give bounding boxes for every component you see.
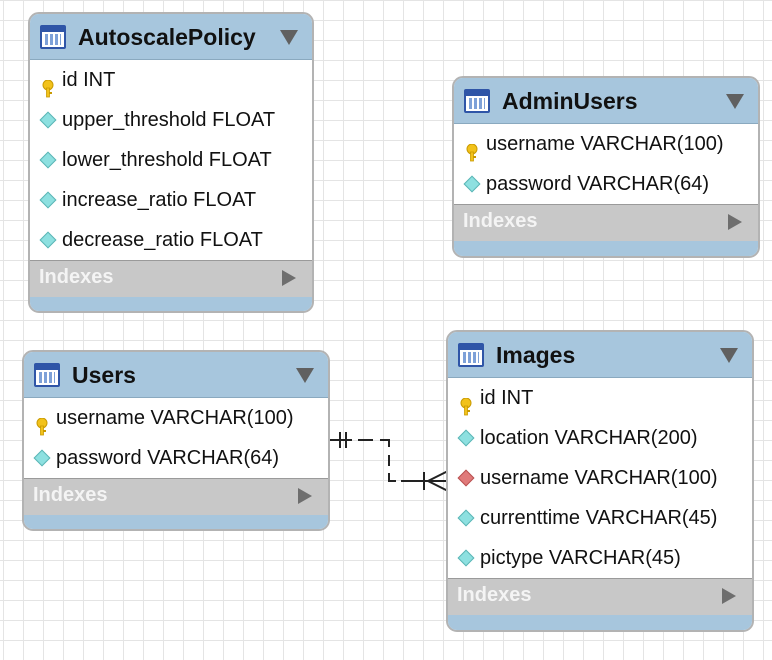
column-diamond-icon	[463, 175, 481, 193]
column-diamond-icon	[33, 449, 51, 467]
table-users[interactable]: Users username VARCHAR(100) password VARC…	[22, 350, 330, 531]
collapse-arrow-icon[interactable]	[720, 348, 738, 363]
column-row[interactable]: password VARCHAR(64)	[24, 438, 328, 478]
column-label: upper_threshold FLOAT	[62, 109, 276, 131]
column-label: password VARCHAR(64)	[56, 447, 280, 469]
collapse-arrow-icon[interactable]	[280, 30, 298, 45]
column-row[interactable]: currenttime VARCHAR(45)	[448, 498, 752, 538]
table-header[interactable]: Images	[448, 332, 752, 378]
indexes-section[interactable]: Indexes	[448, 578, 752, 615]
primary-key-icon	[460, 390, 472, 416]
table-title: AdminUsers	[502, 88, 638, 114]
indexes-section[interactable]: Indexes	[30, 260, 312, 297]
column-row[interactable]: pictype VARCHAR(45)	[448, 538, 752, 578]
indexes-label: Indexes	[457, 584, 532, 606]
column-diamond-icon	[457, 429, 475, 447]
primary-key-icon	[466, 136, 478, 162]
primary-key-icon	[42, 72, 54, 98]
column-row[interactable]: id INT	[448, 378, 752, 418]
table-header[interactable]: AutoscalePolicy	[30, 14, 312, 60]
column-label: decrease_ratio FLOAT	[62, 229, 263, 251]
table-icon	[34, 363, 60, 387]
primary-key-icon	[36, 410, 48, 436]
column-label: currenttime VARCHAR(45)	[480, 507, 718, 529]
column-diamond-icon	[457, 509, 475, 527]
column-label: location VARCHAR(200)	[480, 427, 698, 449]
collapse-arrow-icon[interactable]	[296, 368, 314, 383]
column-row[interactable]: username VARCHAR(100)	[448, 458, 752, 498]
column-list: username VARCHAR(100) password VARCHAR(64…	[24, 398, 328, 478]
indexes-section[interactable]: Indexes	[24, 478, 328, 515]
column-row[interactable]: increase_ratio FLOAT	[30, 180, 312, 220]
table-icon	[458, 343, 484, 367]
column-list: username VARCHAR(100) password VARCHAR(64…	[454, 124, 758, 204]
expand-arrow-icon[interactable]	[722, 588, 736, 604]
table-autoscalepolicy[interactable]: AutoscalePolicy id INT upper_threshold FL…	[28, 12, 314, 313]
column-label: username VARCHAR(100)	[486, 133, 724, 155]
indexes-label: Indexes	[33, 484, 108, 506]
table-footer	[448, 615, 752, 630]
column-row[interactable]: upper_threshold FLOAT	[30, 100, 312, 140]
column-diamond-icon	[39, 151, 57, 169]
column-row[interactable]: location VARCHAR(200)	[448, 418, 752, 458]
table-icon	[40, 25, 66, 49]
table-footer	[24, 515, 328, 529]
column-list: id INT location VARCHAR(200) username VARC…	[448, 378, 752, 578]
column-label: pictype VARCHAR(45)	[480, 547, 681, 569]
indexes-section[interactable]: Indexes	[454, 204, 758, 241]
table-header[interactable]: AdminUsers	[454, 78, 758, 124]
table-icon	[464, 89, 490, 113]
column-row[interactable]: username VARCHAR(100)	[454, 124, 758, 164]
table-footer	[454, 241, 758, 256]
column-row[interactable]: decrease_ratio FLOAT	[30, 220, 312, 260]
crows-foot	[427, 470, 449, 492]
column-label: id INT	[62, 69, 116, 91]
column-label: increase_ratio FLOAT	[62, 189, 257, 211]
table-title: Users	[72, 362, 136, 388]
table-header[interactable]: Users	[24, 352, 328, 398]
column-label: id INT	[480, 387, 534, 409]
foreign-key-diamond-icon	[457, 469, 475, 487]
table-title: Images	[496, 342, 576, 368]
column-list: id INT upper_threshold FLOAT lower_thresho…	[30, 60, 312, 260]
expand-arrow-icon[interactable]	[282, 270, 296, 286]
column-diamond-icon	[39, 231, 57, 249]
table-images[interactable]: Images id INT location VARCHAR(200) userna…	[446, 330, 754, 632]
column-row[interactable]: username VARCHAR(100)	[24, 398, 328, 438]
table-adminusers[interactable]: AdminUsers username VARCHAR(100) password…	[452, 76, 760, 258]
column-diamond-icon	[457, 549, 475, 567]
column-row[interactable]: lower_threshold FLOAT	[30, 140, 312, 180]
column-row[interactable]: id INT	[30, 60, 312, 100]
column-label: lower_threshold FLOAT	[62, 149, 272, 171]
column-label: password VARCHAR(64)	[486, 173, 710, 195]
column-diamond-icon	[39, 191, 57, 209]
indexes-label: Indexes	[39, 266, 114, 288]
column-label: username VARCHAR(100)	[480, 467, 718, 489]
table-title: AutoscalePolicy	[78, 24, 256, 50]
column-row[interactable]: password VARCHAR(64)	[454, 164, 758, 204]
indexes-label: Indexes	[463, 210, 538, 232]
collapse-arrow-icon[interactable]	[726, 94, 744, 109]
column-diamond-icon	[39, 111, 57, 129]
table-footer	[30, 297, 312, 311]
expand-arrow-icon[interactable]	[728, 214, 742, 230]
column-label: username VARCHAR(100)	[56, 407, 294, 429]
expand-arrow-icon[interactable]	[298, 488, 312, 504]
